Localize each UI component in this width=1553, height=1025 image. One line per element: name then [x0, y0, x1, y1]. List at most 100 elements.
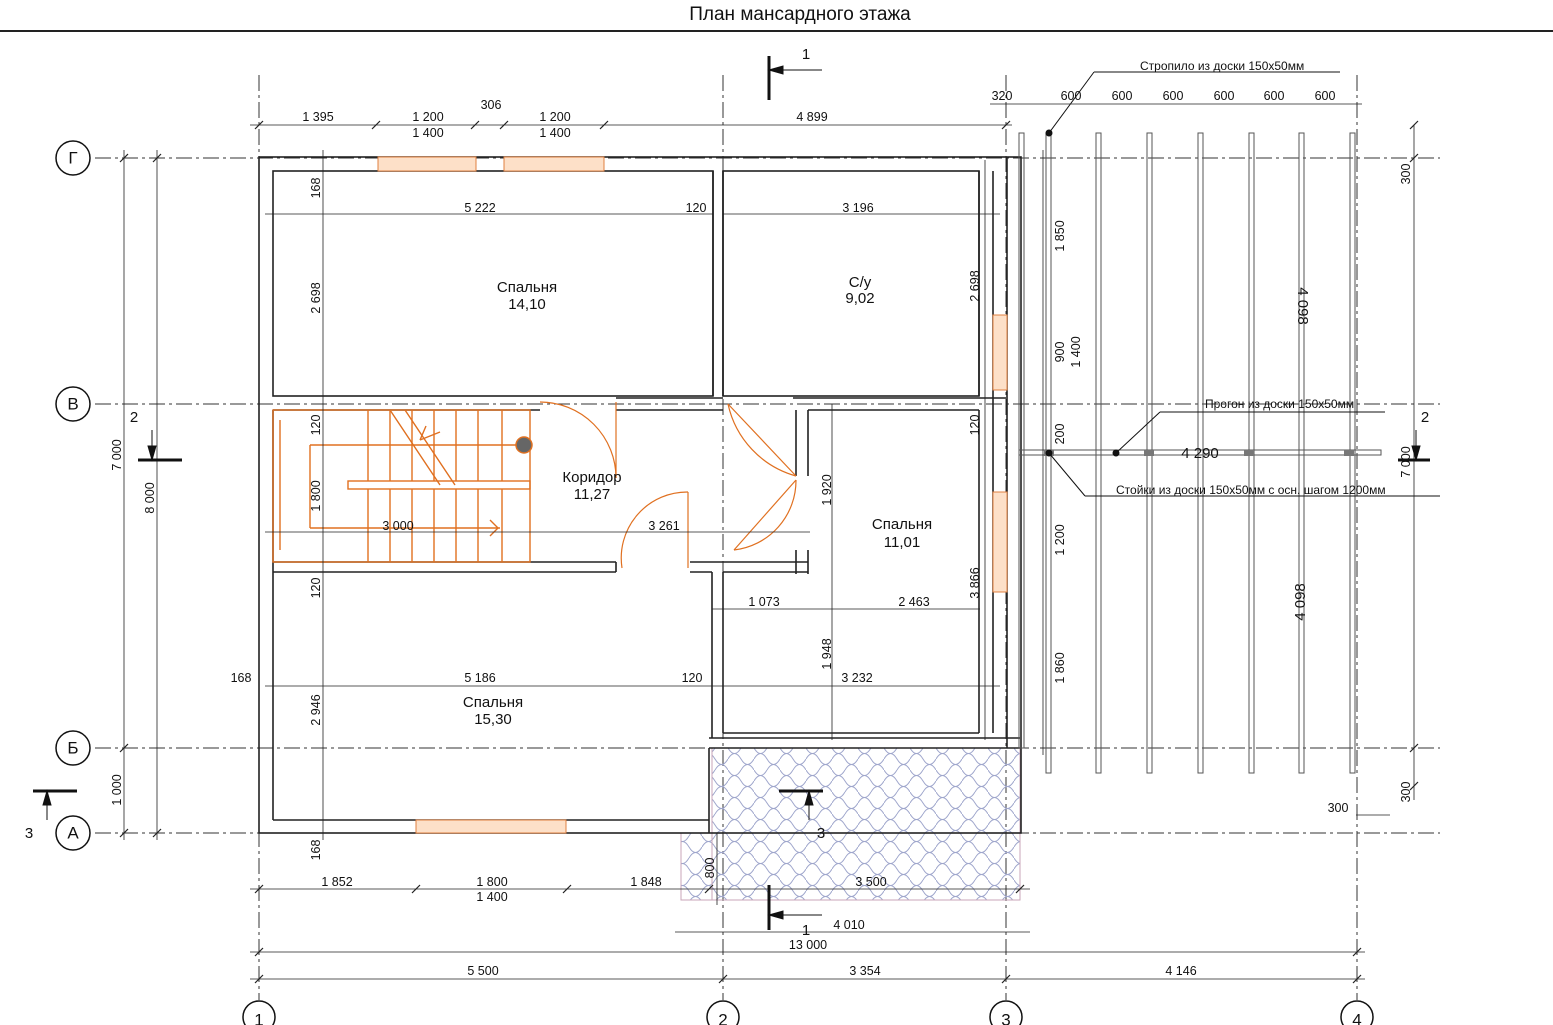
dim-label: 1 200	[1053, 524, 1067, 555]
axis-label-row: Г	[68, 149, 77, 168]
axis-label-col: 3	[1001, 1011, 1010, 1025]
dim-label: 1 400	[412, 126, 443, 140]
dim-label: 8 000	[143, 482, 157, 513]
dim-label: 1 948	[820, 638, 834, 669]
section-label: 2	[1421, 409, 1429, 426]
room-name: Спальня	[497, 279, 557, 296]
dim-label: 300	[1399, 782, 1413, 803]
walls	[258, 156, 1022, 834]
section-markers	[33, 56, 1430, 930]
dim-label: 300	[1399, 164, 1413, 185]
dim-label: 3 500	[855, 875, 886, 889]
dim-label: 3 354	[849, 964, 880, 978]
dim-label: 168	[231, 671, 252, 685]
room-area: 11,01	[884, 534, 920, 551]
dim-label: 5 500	[467, 964, 498, 978]
dim-label: 1 860	[1053, 652, 1067, 683]
dim-label: 1 800	[309, 480, 323, 511]
dim-label: 900	[1053, 342, 1067, 363]
dim-label: 3 196	[842, 201, 873, 215]
title-underline	[0, 30, 1553, 32]
dim-label: 2 698	[968, 270, 982, 301]
dim-label: 1 400	[539, 126, 570, 140]
section-label: 2	[130, 409, 138, 426]
dim-label: 1 848	[630, 875, 661, 889]
dim-label: 7 000	[1399, 446, 1413, 477]
dim-label: 320	[992, 89, 1013, 103]
dim-label: 4 146	[1165, 964, 1196, 978]
section-label: 3	[817, 825, 825, 842]
dim-label: 1 920	[820, 474, 834, 505]
leader-lines	[1045, 71, 1440, 497]
chimney-marker	[515, 436, 533, 454]
room-name: Спальня	[463, 694, 523, 711]
dim-label: 1 395	[302, 110, 333, 124]
dim-label: 3 866	[968, 567, 982, 598]
dims-vertical: 168 2 698 2 698 120 120 1 800 1 920 120 …	[110, 164, 1413, 879]
dim-label: 600	[1315, 89, 1336, 103]
room-area: 15,30	[474, 711, 512, 728]
dim-label: 600	[1264, 89, 1285, 103]
dim-label: 300	[1328, 801, 1349, 815]
dim-label: 4 290	[1181, 445, 1219, 462]
dim-label: 1 852	[321, 875, 352, 889]
dim-label: 1 073	[748, 595, 779, 609]
dim-label: 1 850	[1053, 220, 1067, 251]
dims-bottom: 1 852 1 800 1 400 1 848 3 500 4 010 13 0…	[321, 875, 1196, 978]
note-rafter: Стропило из доски 150х50мм	[1140, 59, 1304, 73]
doors	[539, 401, 797, 569]
axis-label-row: А	[67, 824, 79, 843]
dim-label: 2 463	[898, 595, 929, 609]
dim-label: 1 200	[539, 110, 570, 124]
dim-label: 168	[309, 840, 323, 861]
windows	[377, 156, 1008, 834]
dim-label: 120	[309, 578, 323, 599]
axis-label-row: Б	[67, 739, 78, 758]
dim-label: 800	[703, 858, 717, 879]
axis-label-col: 4	[1352, 1011, 1361, 1025]
section-label: 1	[802, 46, 810, 63]
dim-label: 600	[1061, 89, 1082, 103]
dimension-ticks	[119, 120, 1419, 984]
dimension-lines	[123, 103, 1415, 980]
note-purlin: Прогон из доски 150х50мм	[1205, 397, 1354, 411]
dim-label: 3 261	[648, 519, 679, 533]
dim-label: 1 200	[412, 110, 443, 124]
axis-label-row: В	[67, 395, 78, 414]
section-label: 3	[25, 825, 33, 842]
dim-label: 2 698	[309, 282, 323, 313]
dim-label: 2 946	[309, 694, 323, 725]
axis-label-col: 1	[254, 1011, 263, 1025]
room-area: 11,27	[574, 486, 610, 503]
dim-label: 3 232	[841, 671, 872, 685]
room-name: С/у	[849, 274, 872, 291]
note-posts: Стойки из доски 150х50мм с осн. шагом 12…	[1116, 483, 1386, 497]
room-name: Спальня	[872, 516, 932, 533]
dim-label: 120	[968, 415, 982, 436]
room-area: 14,10	[508, 296, 546, 313]
dim-label: 1 400	[476, 890, 507, 904]
dim-label: 4 098	[1294, 287, 1311, 325]
dim-label: 168	[309, 178, 323, 199]
dims-top: 1 395 1 200 1 400 306 1 200 1 400 4 899 …	[302, 89, 1335, 140]
dim-label: 4 899	[796, 110, 827, 124]
dim-label: 120	[686, 201, 707, 215]
dim-label: 600	[1214, 89, 1235, 103]
axis-label-col: 2	[718, 1011, 727, 1025]
dim-label: 600	[1112, 89, 1133, 103]
dim-label: 7 000	[110, 439, 124, 470]
dim-label: 4 098	[1292, 583, 1309, 621]
dim-label: 4 010	[833, 918, 864, 932]
dim-label: 5 222	[464, 201, 495, 215]
dim-label: 3 000	[382, 519, 413, 533]
dims-inner: 5 222 120 3 196 3 000 3 261 1 073 2 463 …	[231, 201, 930, 685]
section-label: 1	[802, 922, 810, 939]
dim-label: 1 000	[110, 774, 124, 805]
dim-label: 200	[1053, 424, 1067, 445]
dim-label: 5 186	[464, 671, 495, 685]
dim-label: 1 400	[1069, 336, 1083, 367]
dim-label: 120	[682, 671, 703, 685]
dim-label: 600	[1163, 89, 1184, 103]
dim-label: 120	[309, 415, 323, 436]
